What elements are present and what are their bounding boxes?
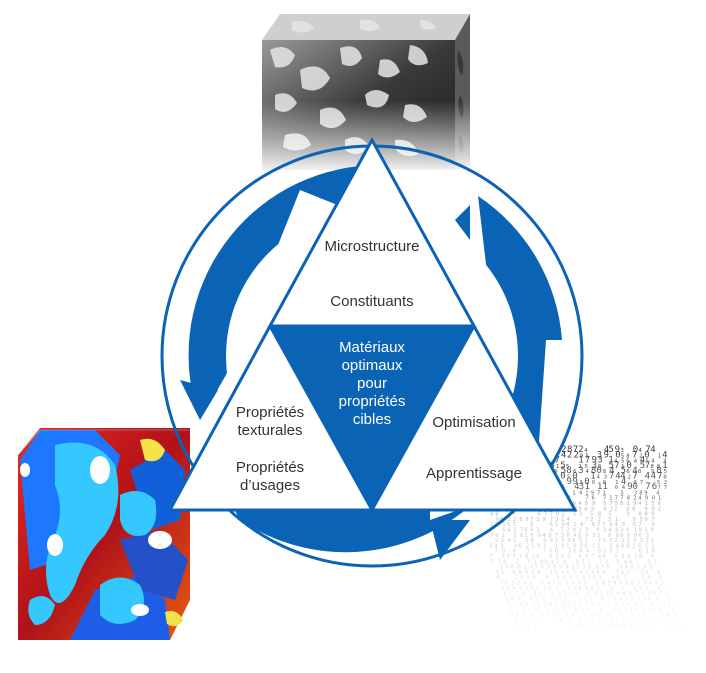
heatmap-volume-image — [17, 428, 190, 640]
top-triangle — [267, 136, 477, 328]
right-triangle — [369, 322, 578, 512]
center-label-line-2: optimaux — [342, 357, 403, 374]
center-label-line-1: Matériaux — [339, 339, 405, 356]
center-label-line-4: propriétés — [339, 393, 406, 410]
apprentissage-label: Apprentissage — [426, 465, 522, 482]
microstructure-label: Microstructure — [324, 238, 419, 255]
top-triangle-labels: Microstructure Constituants — [324, 238, 419, 310]
constituants-label: Constituants — [330, 293, 413, 310]
left-triangle — [167, 322, 375, 512]
proprietes-usages-label-1: Propriétés — [236, 459, 304, 476]
proprietes-usages-label-2: d’usages — [240, 477, 300, 494]
center-triangle-labels: Matériaux optimaux pour propriétés cible… — [339, 339, 406, 428]
right-triangle-labels: Optimisation Apprentissage — [426, 414, 522, 482]
center-label-line-5: cibles — [353, 411, 391, 428]
proprietes-texturales-label-1: Propriétés — [236, 404, 304, 421]
optimisation-label: Optimisation — [432, 414, 515, 431]
numeric-data-image: 2872445930474942295390587201471793145644… — [470, 440, 706, 630]
proprietes-texturales-label-2: texturales — [237, 422, 302, 439]
left-triangle-labels: Propriétés texturales Propriétés d’usage… — [236, 404, 304, 494]
triangle-system — [167, 136, 578, 513]
center-label-line-3: pour — [357, 375, 387, 392]
